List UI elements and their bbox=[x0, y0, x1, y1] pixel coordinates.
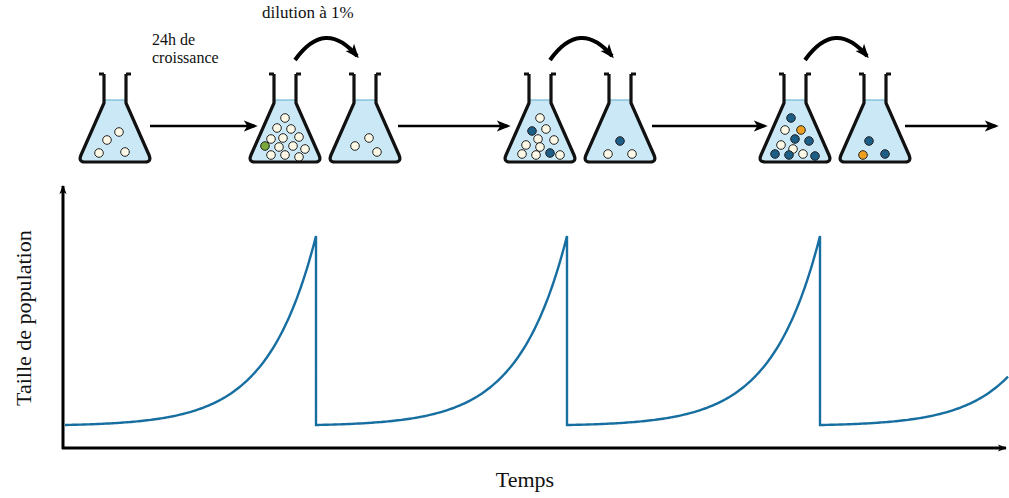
bacterium bbox=[534, 135, 543, 144]
flask-outline bbox=[330, 74, 400, 162]
flask bbox=[330, 74, 400, 162]
flask-outline bbox=[505, 74, 575, 162]
bacterium bbox=[536, 143, 545, 152]
bacterium bbox=[281, 114, 290, 123]
bacterium bbox=[777, 141, 786, 150]
liquid-surface bbox=[864, 100, 886, 101]
bacterium bbox=[556, 151, 565, 160]
bacterium bbox=[546, 149, 555, 158]
bacterium bbox=[787, 114, 796, 123]
dilution-arrow bbox=[295, 38, 357, 60]
flask-lip bbox=[779, 73, 811, 76]
flask-lip bbox=[859, 73, 891, 76]
bacterium bbox=[550, 136, 559, 145]
flask bbox=[80, 74, 150, 162]
bacterium bbox=[805, 137, 814, 146]
dilution-label: dilution à 1% bbox=[262, 4, 354, 23]
liquid-surface bbox=[609, 100, 631, 101]
axis-title: Temps bbox=[496, 468, 554, 492]
flask bbox=[840, 74, 910, 162]
bacterium bbox=[781, 126, 790, 135]
liquid-surface bbox=[784, 100, 806, 101]
bacterium bbox=[628, 150, 637, 159]
flask-lip bbox=[99, 73, 131, 76]
bacterium bbox=[279, 134, 288, 143]
bacterium bbox=[275, 143, 284, 152]
bacterium bbox=[267, 151, 276, 160]
bacterium bbox=[518, 150, 527, 159]
flask bbox=[760, 74, 830, 162]
bacterium bbox=[273, 124, 282, 133]
y-axis bbox=[62, 186, 65, 449]
bacterium bbox=[289, 142, 298, 151]
transfer-arrow bbox=[652, 125, 765, 128]
flask-lip bbox=[269, 73, 301, 76]
flask bbox=[585, 74, 655, 162]
flask-outline bbox=[840, 74, 910, 162]
flask-outline bbox=[585, 74, 655, 162]
bacterium bbox=[115, 128, 124, 137]
bacterium bbox=[771, 150, 780, 159]
bacterium bbox=[528, 127, 537, 136]
flask-outline bbox=[760, 74, 830, 162]
bacterium bbox=[103, 136, 112, 145]
bacterium bbox=[791, 135, 800, 144]
bacterium bbox=[351, 142, 360, 151]
bacterium bbox=[859, 151, 868, 160]
step-label: 24h de croissance bbox=[152, 31, 237, 66]
bacterium bbox=[522, 141, 531, 150]
bacterium bbox=[287, 125, 296, 134]
axis-title: Taille de population bbox=[12, 230, 36, 406]
population-curve bbox=[65, 236, 1008, 425]
transfer-arrow bbox=[150, 125, 255, 128]
bacterium bbox=[865, 137, 874, 146]
flask-lip bbox=[604, 73, 636, 76]
x-axis bbox=[62, 447, 1006, 450]
bacterium bbox=[799, 150, 808, 159]
bacterium bbox=[295, 133, 304, 142]
bacterium bbox=[604, 150, 613, 159]
bacterium bbox=[365, 134, 374, 143]
liquid-surface bbox=[354, 100, 376, 101]
flask-outline bbox=[250, 74, 320, 162]
bacterium bbox=[301, 145, 310, 154]
bacterium bbox=[785, 151, 794, 160]
bacterium bbox=[881, 150, 890, 159]
bacterium bbox=[281, 151, 290, 160]
flask-lip bbox=[524, 73, 556, 76]
flask bbox=[250, 74, 320, 162]
bacterium bbox=[261, 142, 270, 151]
dilution-arrow bbox=[550, 38, 612, 60]
transfer-arrow bbox=[398, 125, 508, 128]
bacterium bbox=[811, 152, 820, 161]
bacterium bbox=[797, 126, 806, 135]
dilution-arrow bbox=[805, 38, 867, 60]
liquid-surface bbox=[274, 100, 296, 101]
liquid-surface bbox=[529, 100, 551, 101]
bacterium bbox=[121, 148, 130, 157]
bacterium bbox=[542, 125, 551, 134]
bacterium bbox=[373, 148, 382, 157]
flask bbox=[505, 74, 575, 162]
bacterium bbox=[95, 149, 104, 158]
bacterium bbox=[267, 135, 276, 144]
flask-outline bbox=[80, 74, 150, 162]
bacterium bbox=[295, 153, 304, 162]
liquid-surface bbox=[104, 100, 126, 101]
bacterium bbox=[532, 151, 541, 160]
flask-lip bbox=[349, 73, 381, 76]
transfer-arrow bbox=[905, 125, 996, 128]
bacterium bbox=[536, 114, 545, 123]
bacterium bbox=[616, 137, 625, 146]
